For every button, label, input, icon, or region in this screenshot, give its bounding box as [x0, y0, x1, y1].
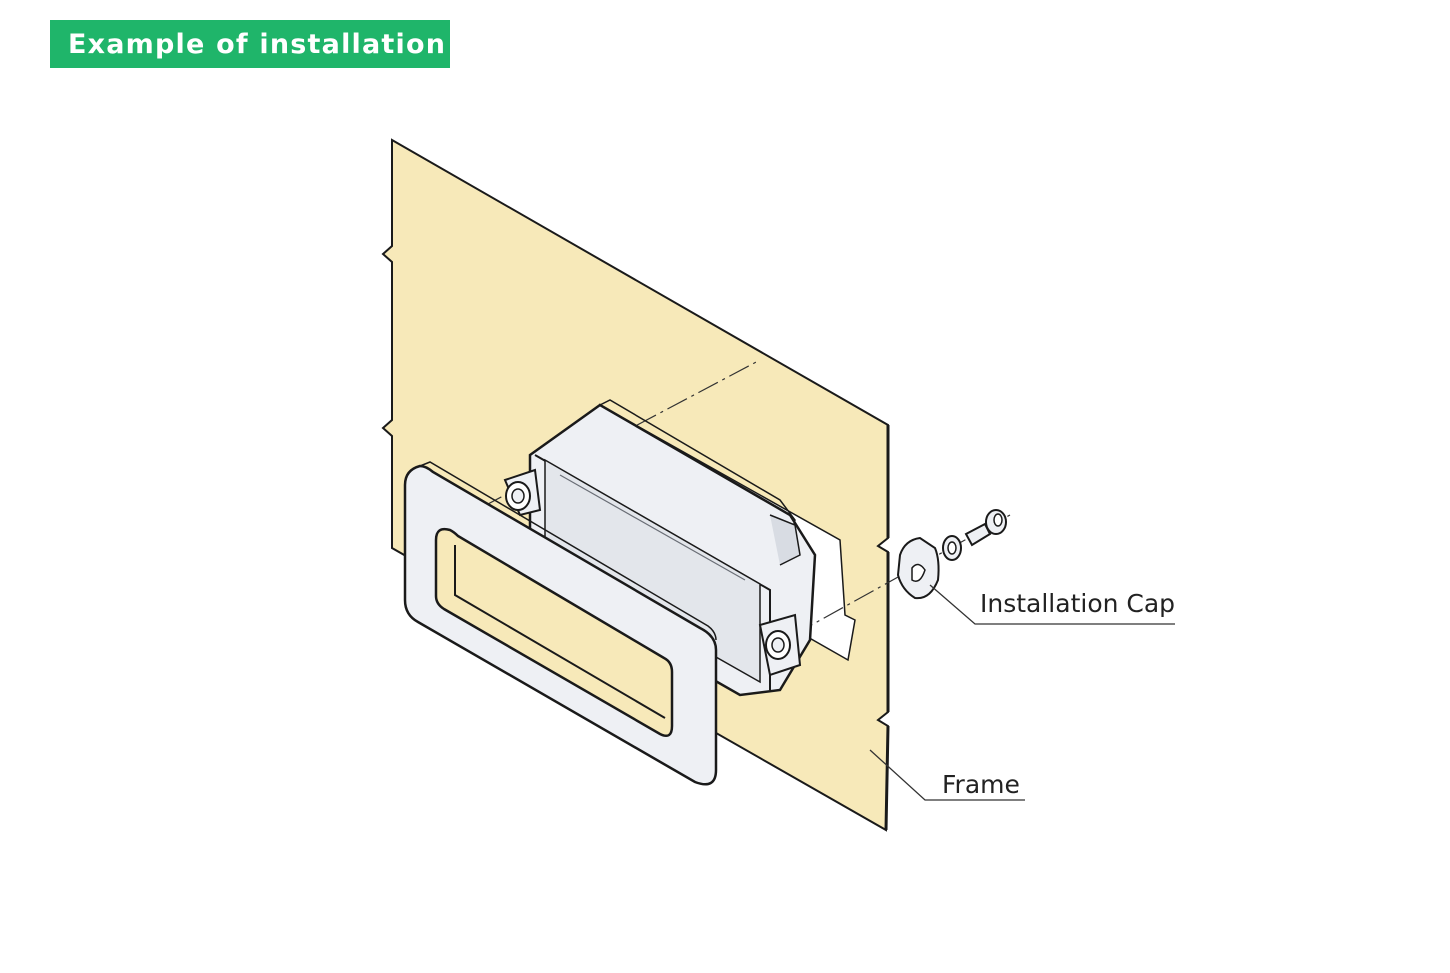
screw-icon — [964, 509, 1007, 547]
frame-label: Frame — [942, 770, 1020, 799]
callout-installation-cap: Installation Cap — [929, 584, 1175, 625]
section-title-text: Example of installation — [68, 28, 447, 60]
housing-ear-right — [758, 613, 802, 677]
section-title: Example of installation — [50, 20, 450, 68]
front-bezel — [403, 461, 718, 786]
housing — [528, 399, 817, 697]
washer-icon — [942, 535, 962, 561]
installation-cap — [896, 536, 940, 600]
callout-frame: Frame — [869, 749, 1025, 801]
installation-cap-label: Installation Cap — [980, 589, 1175, 618]
housing-ear-left — [503, 468, 542, 517]
